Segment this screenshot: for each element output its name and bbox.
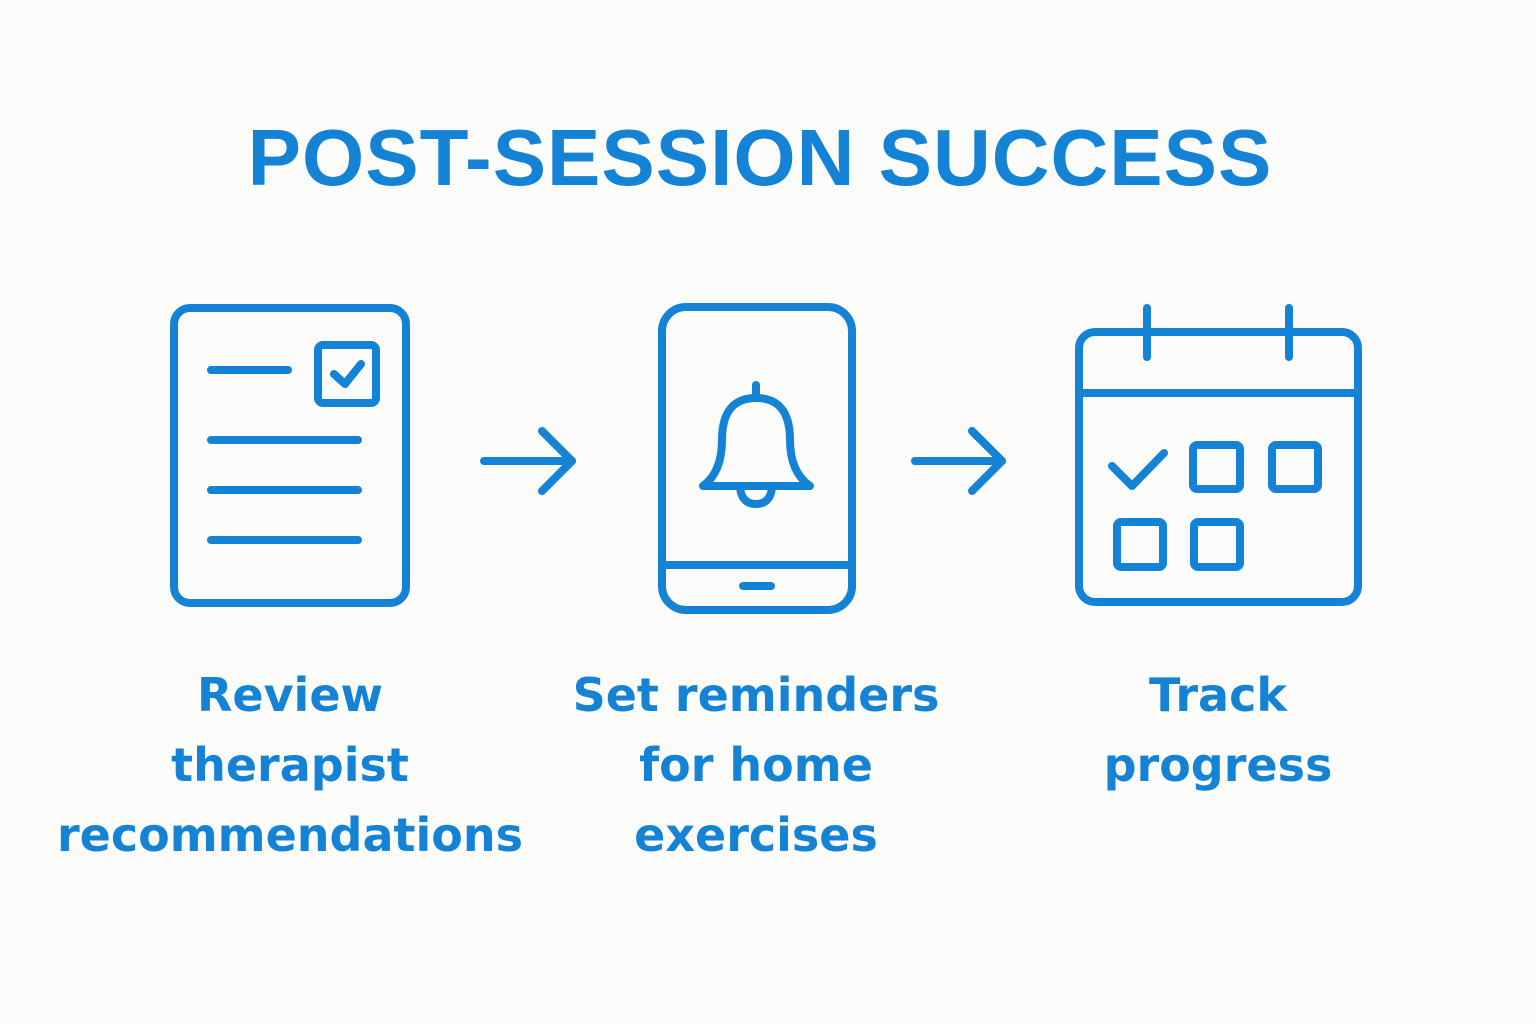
step-label-track: Track progress [1018,660,1418,800]
step-label-line: Set reminders [572,668,940,722]
arrow-right-icon [470,420,590,505]
step-label-line: exercises [634,808,878,862]
step-label-reminders: Set reminders for home exercises [556,660,956,870]
step-label-line: for home [639,738,873,792]
arrow-right-icon [900,420,1020,505]
step-label-line: progress [1103,738,1333,792]
phone-bell-icon [650,295,870,620]
step-label-line: recommendations [56,808,524,862]
document-checklist-icon [160,295,420,615]
step-label-line: Review [196,668,384,722]
step-label-review: Review therapist recommendations [40,660,540,870]
calendar-checkbox-icon [1065,295,1375,615]
step-label-line: Track [1149,668,1287,722]
page-title: POST-SESSION SUCCESS [247,113,1273,202]
step-label-line: therapist [171,738,409,792]
